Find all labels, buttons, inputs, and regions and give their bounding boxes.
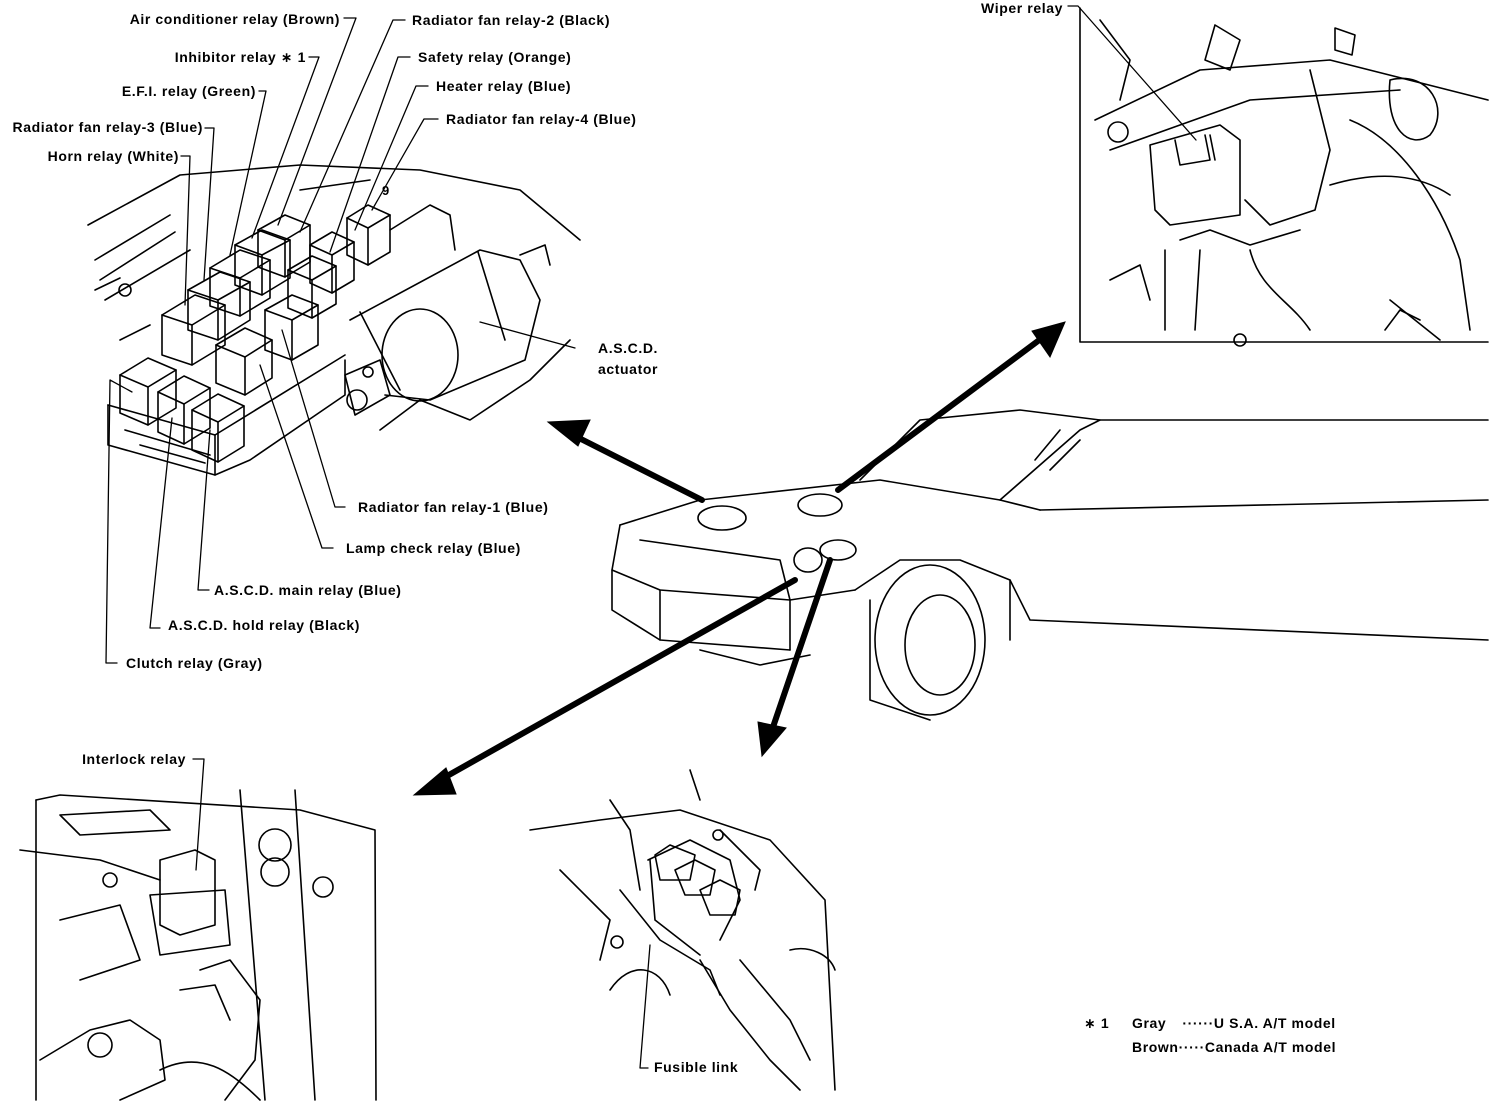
relay-rad-fan-2 bbox=[288, 256, 336, 318]
label-clutch-relay: Clutch relay (Gray) bbox=[126, 655, 263, 671]
wiper-relay-illustration bbox=[1080, 8, 1488, 346]
footnote: ∗ 1 Gray ······U S.A. A/T model Brown····… bbox=[1084, 1012, 1484, 1060]
label-lamp-check-relay: Lamp check relay (Blue) bbox=[346, 540, 521, 556]
car-illustration bbox=[612, 410, 1488, 720]
interlock-relay-body bbox=[160, 850, 215, 935]
label-ascd-actuator-line2: actuator bbox=[598, 361, 659, 377]
label-radiator-fan-relay-1: Radiator fan relay-1 (Blue) bbox=[358, 499, 549, 515]
interlock-leader bbox=[193, 759, 204, 870]
label-ascd-hold-relay: A.S.C.D. hold relay (Black) bbox=[168, 617, 361, 633]
label-fusible-link: Fusible link bbox=[654, 1059, 739, 1075]
label-horn-relay: Horn relay (White) bbox=[47, 148, 179, 164]
arrow-to-relay-box bbox=[548, 420, 702, 500]
relay-box-number: 9 bbox=[382, 183, 390, 198]
fusible-link-box bbox=[650, 860, 700, 955]
relay-heater bbox=[347, 205, 390, 265]
relay-ascd-hold bbox=[158, 376, 210, 444]
relay-box-illustration bbox=[88, 165, 580, 475]
front-wheel bbox=[875, 565, 985, 715]
label-radiator-fan-relay-2: Radiator fan relay-2 (Black) bbox=[412, 12, 611, 28]
footnote-row-1-desc: ······U S.A. A/T model bbox=[1182, 1015, 1336, 1031]
relay-box-leaders bbox=[106, 18, 575, 663]
footnote-row-1: Gray ······U S.A. A/T model bbox=[1132, 1012, 1336, 1034]
location-circle-interlock bbox=[794, 548, 822, 572]
arrow-to-interlock-relay bbox=[414, 580, 795, 795]
relay-rad-fan-1 bbox=[265, 295, 318, 360]
relay-lamp-check bbox=[216, 328, 272, 395]
wiper-relay-body bbox=[1150, 125, 1240, 225]
footnote-row-2: Brown·····Canada A/T model bbox=[1132, 1036, 1336, 1058]
fusible-link-illustration bbox=[530, 770, 835, 1090]
relay-efi bbox=[210, 250, 270, 316]
label-efi-relay: E.F.I. relay (Green) bbox=[121, 83, 256, 99]
footnote-row-2-color: Brown bbox=[1132, 1039, 1179, 1055]
label-safety-relay: Safety relay (Orange) bbox=[418, 49, 572, 65]
ascd-actuator bbox=[345, 205, 570, 430]
label-radiator-fan-relay-4: Radiator fan relay-4 (Blue) bbox=[446, 111, 637, 127]
footnote-row-2-desc: ·····Canada A/T model bbox=[1178, 1039, 1337, 1055]
label-wiper-relay: Wiper relay bbox=[981, 0, 1063, 16]
arrow-to-wiper-relay bbox=[838, 322, 1065, 490]
label-ascd-main-relay: A.S.C.D. main relay (Blue) bbox=[214, 582, 402, 598]
relay-inhibitor bbox=[235, 230, 290, 295]
label-air-conditioner-relay: Air conditioner relay (Brown) bbox=[129, 11, 340, 27]
fusible-leader bbox=[640, 945, 650, 1068]
label-ascd-actuator-line1: A.S.C.D. bbox=[598, 340, 659, 356]
relay-ascd-main bbox=[192, 394, 244, 462]
label-interlock-relay: Interlock relay bbox=[82, 751, 186, 767]
location-circle-fusible bbox=[820, 540, 856, 560]
wiper-leader bbox=[1068, 6, 1196, 140]
label-radiator-fan-relay-3: Radiator fan relay-3 (Blue) bbox=[12, 119, 203, 135]
label-inhibitor-relay: Inhibitor relay ∗ 1 bbox=[174, 49, 306, 65]
arrow-to-fusible-link bbox=[758, 560, 830, 756]
interlock-relay-illustration bbox=[20, 790, 376, 1100]
label-heater-relay: Heater relay (Blue) bbox=[436, 78, 572, 94]
relay-air-conditioner bbox=[258, 215, 310, 277]
footnote-symbol: ∗ 1 bbox=[1084, 1015, 1110, 1031]
location-circle-relay-box bbox=[698, 506, 746, 530]
footnote-row-1-color: Gray bbox=[1132, 1015, 1167, 1031]
location-circle-wiper bbox=[798, 494, 842, 516]
relay-clutch bbox=[120, 358, 176, 425]
